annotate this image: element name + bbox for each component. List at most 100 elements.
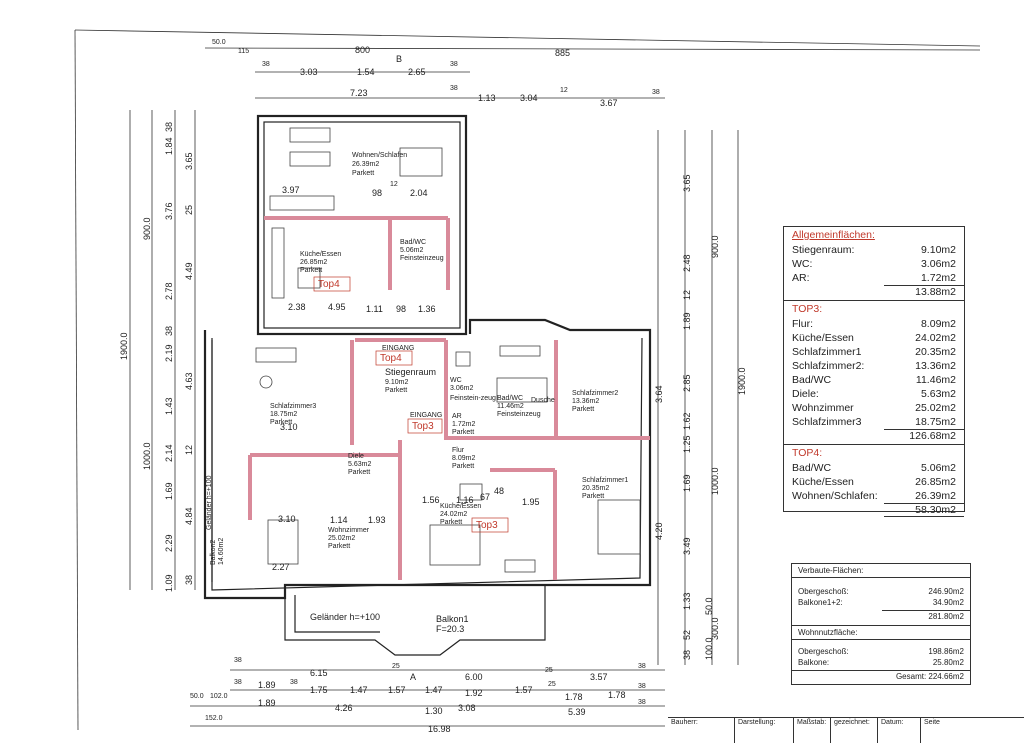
svg-text:48: 48: [494, 486, 504, 496]
top3-total: 126.68m2: [884, 429, 964, 442]
svg-text:3.10: 3.10: [280, 422, 298, 432]
svg-text:Bad/WC: Bad/WC: [400, 239, 426, 246]
dim-left-900: 900.0: [142, 217, 152, 240]
svg-text:2.48: 2.48: [682, 254, 692, 272]
svg-text:6.00: 6.00: [465, 672, 483, 682]
svg-text:1.72m2: 1.72m2: [452, 421, 475, 428]
svg-text:Parkett: Parkett: [348, 469, 370, 476]
svg-text:4.95: 4.95: [328, 302, 346, 312]
label-gelaender-bottom: Geländer h=+100: [310, 612, 380, 622]
page-left-edge: [74, 29, 79, 731]
svg-text:12: 12: [184, 445, 194, 455]
svg-text:1.56: 1.56: [422, 495, 440, 505]
svg-text:Diele: Diele: [348, 453, 364, 460]
verbaute-total: 281.80m2: [882, 610, 970, 622]
svg-text:Parkett: Parkett: [352, 170, 374, 177]
dim-38c: 38: [450, 85, 458, 92]
svg-text:1.30: 1.30: [425, 706, 443, 716]
svg-text:Feinsteinzeug: Feinsteinzeug: [497, 411, 541, 418]
svg-text:1.11: 1.11: [366, 304, 383, 314]
svg-text:5.63m2: 5.63m2: [348, 461, 371, 468]
svg-text:38: 38: [290, 679, 298, 686]
label-top4-upper: Top4: [318, 279, 340, 290]
svg-text:50.0: 50.0: [190, 693, 204, 700]
svg-text:Schlafzimmer3: Schlafzimmer3: [270, 403, 316, 410]
svg-text:Parkett: Parkett: [452, 429, 474, 436]
label-top4-entry: Top4: [380, 353, 402, 364]
gesamt-total: Gesamt: 224.66m2: [792, 670, 970, 682]
svg-text:50.0: 50.0: [704, 597, 714, 615]
svg-text:3.65: 3.65: [682, 174, 692, 192]
svg-text:1.14: 1.14: [330, 515, 348, 525]
right-dimensions: 1900.0 1000.0 900.0 300.0 3.65 2.48 12 1…: [654, 130, 747, 665]
svg-text:67: 67: [480, 492, 490, 502]
svg-text:38: 38: [184, 575, 194, 585]
svg-text:1.33: 1.33: [682, 592, 692, 610]
svg-text:Parkett: Parkett: [328, 543, 350, 550]
svg-text:1.25: 1.25: [682, 435, 692, 453]
svg-text:9.10m2: 9.10m2: [385, 379, 408, 386]
svg-text:Schlafzimmer1: Schlafzimmer1: [582, 477, 628, 484]
svg-text:3.06m2: 3.06m2: [450, 385, 473, 392]
svg-text:2.29: 2.29: [164, 534, 174, 552]
svg-text:Parkett: Parkett: [440, 519, 462, 526]
svg-text:WC: WC: [450, 377, 462, 384]
svg-text:2.04: 2.04: [410, 188, 428, 198]
svg-text:38: 38: [682, 650, 692, 660]
built-area-table: Verbaute-Flächen: Obergeschoß:246.90m2 B…: [791, 563, 971, 685]
dim-right-900: 900.0: [710, 235, 720, 258]
dim-left-1000: 1000.0: [142, 442, 152, 470]
svg-text:38: 38: [638, 663, 646, 670]
dim-top-115: 115: [238, 48, 249, 55]
svg-text:2.19: 2.19: [164, 344, 174, 362]
svg-text:3.65: 3.65: [184, 152, 194, 170]
room-stiegenraum: Stiegenraum 9.10m2 Parkett: [385, 367, 436, 394]
svg-text:1.57: 1.57: [388, 685, 406, 695]
svg-text:3.08: 3.08: [458, 703, 476, 713]
svg-text:1.43: 1.43: [164, 397, 174, 415]
svg-text:4.20: 4.20: [654, 522, 664, 540]
room-wohnzimmer: Wohnzimmer 25.02m2 Parkett: [328, 527, 370, 550]
room-wohnen-schlafen-top4: Wohnen/Schlafen 26.39m2 Parkett: [352, 152, 407, 177]
svg-text:24.02m2: 24.02m2: [440, 511, 467, 518]
svg-text:152.0: 152.0: [205, 715, 223, 722]
section-b-marker: B: [396, 54, 402, 64]
svg-text:Bad/WC: Bad/WC: [497, 395, 523, 402]
title-block-datum: Datum:: [878, 718, 921, 743]
dim-367: 3.67: [600, 98, 618, 108]
svg-text:1.47: 1.47: [425, 685, 443, 695]
dim-top-50: 50.0: [212, 39, 226, 46]
label-balkon2-area: 14.60m2: [218, 538, 225, 565]
allgemein-total: 13.88m2: [884, 285, 964, 298]
svg-text:1.57: 1.57: [515, 685, 533, 695]
svg-text:1.36: 1.36: [418, 304, 436, 314]
svg-text:26.39m2: 26.39m2: [352, 161, 379, 168]
page-top-edge: [74, 29, 981, 47]
room-flur: Flur 8.09m2 Parkett: [452, 447, 475, 470]
room-diele: Diele 5.63m2 Parkett: [348, 453, 371, 476]
label-gelaender-left: Geländer h=+100: [206, 475, 213, 530]
svg-text:Küche/Essen: Küche/Essen: [440, 503, 481, 510]
svg-text:20.35m2: 20.35m2: [582, 485, 609, 492]
label-top3-entry: Top3: [412, 421, 434, 432]
allgemein-section: Allgemeinflächen: Stiegenraum:9.10m2 WC:…: [784, 227, 964, 301]
title-block-gezeichnet: gezeichnet:: [831, 718, 878, 743]
svg-text:AR: AR: [452, 413, 462, 420]
svg-text:2.85: 2.85: [682, 374, 692, 392]
svg-text:2.38: 2.38: [288, 302, 306, 312]
svg-text:2.14: 2.14: [164, 444, 174, 462]
room-schlafzimmer2: Schlafzimmer2 13.36m2 Parkett: [572, 390, 618, 413]
svg-text:1.89: 1.89: [682, 312, 692, 330]
svg-text:52: 52: [682, 630, 692, 640]
label-top3: Top3: [476, 520, 498, 531]
svg-text:98: 98: [396, 304, 406, 314]
svg-text:38: 38: [234, 657, 242, 664]
svg-text:Wohnzimmer: Wohnzimmer: [328, 527, 370, 534]
title-block: Bauherr: Darstellung: Maßstab: gezeichne…: [668, 717, 1024, 743]
